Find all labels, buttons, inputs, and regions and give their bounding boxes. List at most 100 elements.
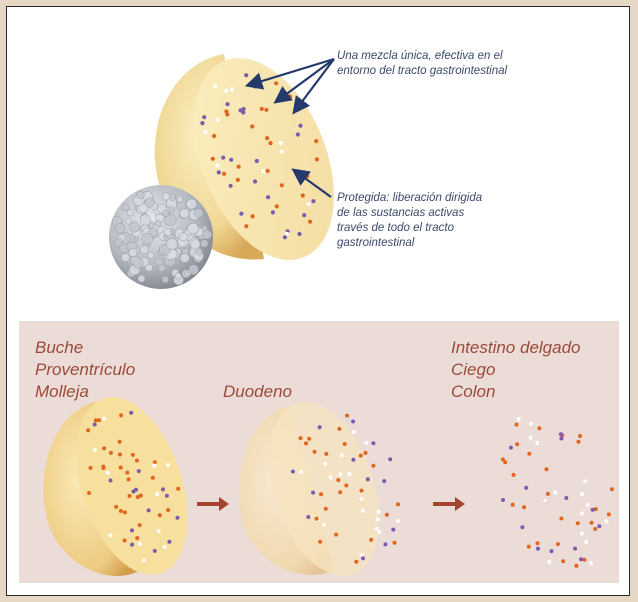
particle [610, 487, 614, 491]
particle [236, 178, 240, 182]
particle [239, 212, 243, 216]
stage3-particles [501, 417, 614, 567]
particle [296, 132, 300, 136]
particle [108, 533, 112, 537]
particle [142, 558, 146, 562]
granule [145, 198, 155, 208]
particle [511, 503, 515, 507]
particle [396, 519, 400, 523]
particle [147, 508, 151, 512]
particle [361, 509, 365, 513]
particle [306, 515, 310, 519]
particle [543, 499, 547, 503]
particle [283, 235, 287, 239]
particle [250, 124, 254, 128]
particle [338, 490, 342, 494]
particle [322, 523, 326, 527]
particle [527, 545, 531, 549]
particle [522, 505, 526, 509]
granule [145, 264, 152, 271]
particle [130, 528, 134, 532]
particle [517, 417, 521, 421]
particle [366, 477, 370, 481]
particle [583, 558, 587, 562]
particle [266, 169, 270, 173]
particle [604, 519, 608, 523]
particle [268, 141, 272, 145]
particle [365, 441, 369, 445]
particle [87, 491, 91, 495]
particle [225, 112, 229, 116]
granule [127, 210, 134, 217]
particle [298, 124, 302, 128]
particle [556, 542, 560, 546]
pointer-arrow [277, 59, 334, 101]
granule [147, 252, 154, 259]
particle [338, 472, 342, 476]
particle [315, 517, 319, 521]
particle [135, 459, 139, 463]
granule [162, 193, 170, 201]
particle [152, 464, 156, 468]
particle [253, 179, 257, 183]
particle [274, 81, 278, 85]
particle [337, 427, 341, 431]
particle [520, 525, 524, 529]
particle [579, 557, 583, 561]
particle [93, 423, 97, 427]
particle [109, 479, 113, 483]
particle [359, 454, 363, 458]
stage-label-buche: Buche [35, 337, 135, 359]
particle [137, 469, 141, 473]
particle [607, 512, 611, 516]
granule [187, 199, 197, 209]
particle [597, 524, 601, 528]
particle [102, 446, 106, 450]
particle [217, 170, 221, 174]
particle [564, 496, 568, 500]
particle [383, 542, 387, 546]
stage-label-ciego: Ciego [451, 359, 581, 381]
particle [125, 471, 129, 475]
granule [155, 220, 161, 226]
particle [382, 479, 386, 483]
particle [351, 458, 355, 462]
particle [535, 441, 539, 445]
particle [261, 169, 265, 173]
particle [361, 556, 365, 560]
particle [345, 414, 349, 418]
particle [344, 484, 348, 488]
granule [167, 239, 178, 250]
particle [323, 462, 327, 466]
stage-arrow-2 [433, 497, 465, 511]
particle [324, 452, 328, 456]
particle [559, 517, 563, 521]
particle [574, 564, 578, 568]
particle [237, 165, 241, 169]
particle [176, 487, 180, 491]
particle [241, 110, 245, 114]
stage-label-proventriculo: Proventrículo [35, 359, 135, 381]
particle [225, 102, 229, 106]
particle [561, 559, 565, 563]
granule [180, 254, 189, 263]
particle [591, 508, 595, 512]
particle [307, 437, 311, 441]
stage-label-molleja: Molleja [35, 381, 135, 403]
particle [161, 487, 165, 491]
particle [216, 118, 220, 122]
particle [203, 130, 207, 134]
particle [545, 467, 549, 471]
granule [203, 230, 212, 239]
particle [336, 478, 340, 482]
particle [211, 157, 215, 161]
particle [93, 448, 97, 452]
particle [118, 453, 122, 457]
granule [140, 215, 151, 226]
particle [364, 451, 368, 455]
particle [334, 533, 338, 537]
particle [396, 502, 400, 506]
granule [115, 239, 123, 247]
particle [536, 541, 540, 545]
stage-label-lower-tract: Intestino delgado Ciego Colon [451, 337, 581, 403]
